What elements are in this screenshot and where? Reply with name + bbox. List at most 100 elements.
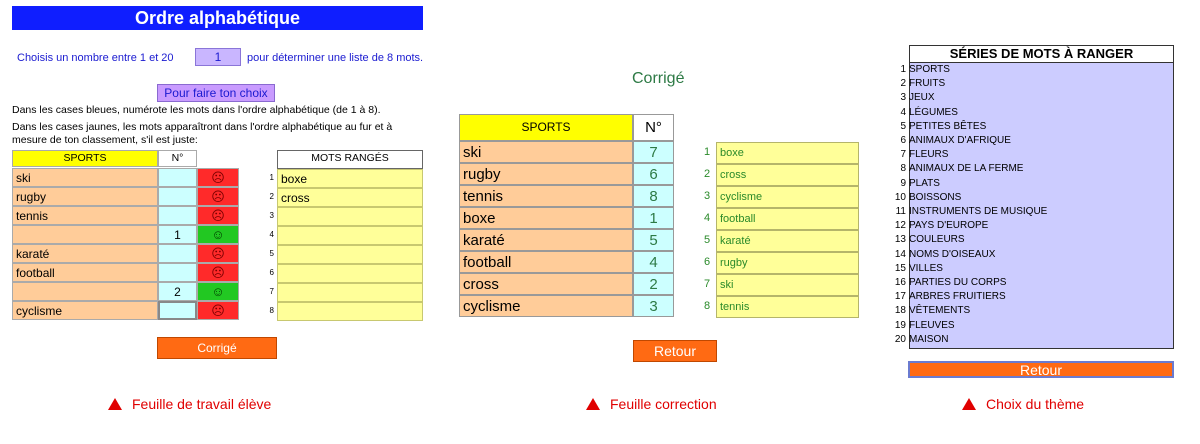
theme-number: 11 [895,206,906,217]
choose-number-label: Choisis un nombre entre 1 et 20 [17,52,174,64]
frown-icon: ☹ [197,187,239,206]
rank-number: 2 [269,192,274,201]
theme-number: 1 [900,64,906,75]
frown-icon: ☹ [197,168,239,187]
word-cell: rugby [12,187,158,206]
theme-name: PETITES BÊTES [909,120,987,132]
number-input-cell[interactable] [158,263,197,282]
corrige-button[interactable]: Corrigé [157,337,277,359]
number-input-cell[interactable]: 2 [158,282,197,301]
correction-number-cell: 7 [633,141,674,163]
word-cell: karaté [12,244,158,263]
correction-ranked-cell: football [716,208,859,230]
correction-ranked-cell: cyclisme [716,186,859,208]
theme-number: 8 [900,163,906,175]
rank-number: 7 [269,287,274,296]
rank-number: 1 [269,173,274,182]
correction-word-cell: cyclisme [459,295,633,317]
number-input-cell[interactable] [158,168,197,187]
theme-name: INSTRUMENTS DE MUSIQUE [909,206,1048,217]
student-worksheet-panel: Ordre alphabétique Choisis un nombre ent… [0,0,440,444]
instruction-yellow-cells: Dans les cases jaunes, les mots apparaît… [12,121,393,146]
theme-number: 14 [894,248,906,260]
correction-word-cell: rugby [459,163,633,185]
correction-rank-number: 2 [703,168,711,180]
theme-number: 16 [894,277,906,288]
theme-name: NOMS D'OISEAUX [909,248,996,260]
ranked-words-header: MOTS RANGÉS [277,150,423,169]
rank-number: 6 [269,268,274,277]
correction-rank-number: 8 [703,300,711,312]
theme-number: 10 [894,191,906,203]
number-input-cell[interactable] [158,187,197,206]
correction-rank-number: 7 [703,278,711,290]
triangle-up-icon [108,398,122,410]
theme-number: 19 [894,319,906,331]
theme-number: 6 [900,135,906,146]
theme-name: BOISSONS [909,191,962,203]
frown-icon: ☹ [197,244,239,263]
ranked-word-cell [277,245,423,264]
worksheet-caption: Feuille de travail élève [108,396,271,412]
theme-number-input[interactable]: 1 [195,48,241,66]
correction-rank-number: 3 [703,190,711,202]
correction-number-header: N° [633,114,674,141]
correction-ranked-cell: ski [716,274,859,296]
frown-icon: ☹ [197,301,239,320]
word-cell [12,282,158,301]
theme-name: VILLES [909,262,943,274]
theme-name: VÊTEMENTS [909,305,971,317]
correction-ranked-cell: karaté [716,230,859,252]
ranked-word-cell [277,302,423,321]
theme-return-button[interactable]: Retour [908,361,1174,378]
theme-name: PAYS D'EUROPE [909,220,989,232]
rank-number: 4 [269,230,274,239]
correction-number-cell: 2 [633,273,674,295]
number-input-cell[interactable] [158,244,197,263]
frown-icon: ☹ [197,206,239,225]
correction-return-button[interactable]: Retour [633,340,717,362]
word-cell: cyclisme [12,301,158,320]
number-input-cell[interactable] [158,301,197,320]
theme-number: 4 [900,106,906,118]
frown-icon: ☹ [197,263,239,282]
ranked-word-cell: cross [277,188,423,207]
correction-rank-number: 1 [703,146,711,158]
theme-caption: Choix du thème [962,396,1084,412]
correction-word-cell: tennis [459,185,633,207]
theme-name: ARBRES FRUITIERS [909,291,1006,303]
number-input-cell[interactable] [158,206,197,225]
instruction-blue-cells: Dans les cases bleues, numérote les mots… [12,104,381,116]
correction-word-cell: ski [459,141,633,163]
theme-number: 20 [894,333,906,345]
correction-ranked-cell: tennis [716,296,859,318]
words-column-header: SPORTS [12,150,158,167]
make-choice-button[interactable]: Pour faire ton choix [157,84,275,102]
theme-name: ANIMAUX D'AFRIQUE [909,135,1011,146]
theme-number: 15 [894,262,906,274]
theme-name: PLATS [909,177,940,189]
number-input-cell[interactable]: 1 [158,225,197,244]
theme-name: SPORTS [909,64,950,75]
